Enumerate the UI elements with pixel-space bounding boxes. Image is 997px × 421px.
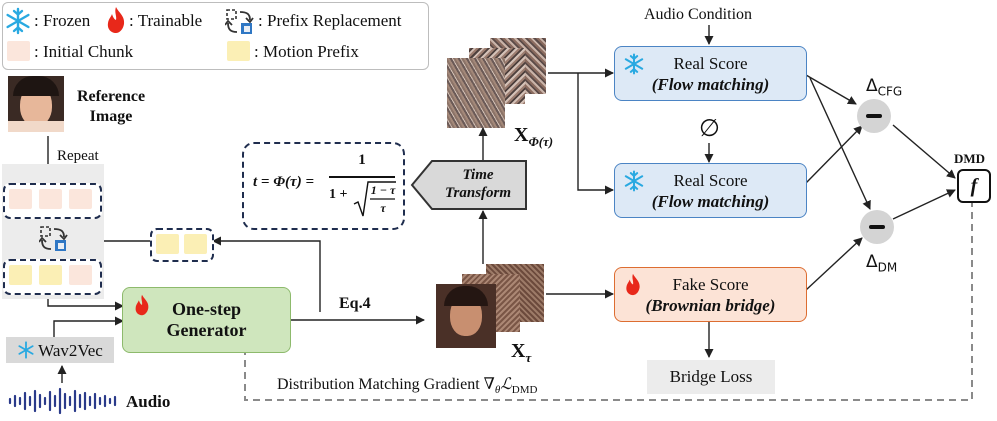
audio-waveform-icon (8, 387, 117, 415)
wav2vec-box: Wav2Vec (6, 337, 114, 363)
delta-cfg-subscript: CFG (877, 84, 903, 99)
repeat-label: Repeat (57, 148, 99, 164)
motion-prefix-chunk (184, 234, 207, 254)
formula-fraction-bar (329, 176, 395, 178)
fake-score-box: Fake Score (Brownian bridge) (614, 267, 807, 322)
real-score-box-unconditional: Real Score (Flow matching) (614, 163, 807, 218)
arrow-generator-to-prefix (212, 236, 321, 312)
noisy-latent-frame (447, 58, 505, 128)
motion-prefix-group (150, 228, 214, 262)
arrow-real-top-to-cfg (805, 74, 857, 105)
time-transform-shape (410, 160, 527, 210)
snowflake-icon (18, 341, 34, 359)
gradient-feedback-path (240, 200, 973, 401)
arrow-wav2vec-to-generator (53, 316, 124, 337)
delta-dm-subscript: DM (877, 260, 898, 275)
real-score-title: Real Score (673, 170, 748, 190)
x-phi-tau-symbol: X (514, 124, 529, 146)
x-phi-tau-subscript: Φ(τ) (528, 134, 554, 149)
dm-subtraction-node (860, 210, 894, 244)
square-root-sign (353, 181, 396, 217)
legend-initial-chunk-swatch (7, 41, 30, 61)
initial-chunk-group (3, 183, 102, 219)
initial-chunk (9, 189, 32, 209)
fake-score-subtitle: (Brownian bridge) (645, 295, 776, 315)
bridge-loss-box: Bridge Loss (647, 360, 775, 394)
arrow-cfg-to-dmd (892, 124, 956, 179)
snowflake-icon (624, 170, 644, 192)
initial-chunk (39, 189, 62, 209)
generator-label-line2: Generator (166, 320, 247, 340)
arrow-dm-to-dmd (892, 189, 956, 220)
function-f-icon: f (970, 174, 978, 197)
gradient-loss-symbol: ℒ (500, 376, 512, 393)
formula-denominator-one: 1 + (329, 187, 348, 202)
real-score-subtitle: (Flow matching) (651, 191, 770, 211)
legend (2, 2, 429, 70)
time-transform-formula: t = Φ(τ) = 1 1 + 1 − τ τ (242, 142, 405, 230)
legend-prefix-replacement-label: Prefix Replacement (266, 11, 402, 30)
delta-cfg-symbol: Δ (866, 76, 878, 96)
dmd-label: DMD (954, 151, 986, 166)
gradient-label: Distribution Matching Gradient ∇ (277, 376, 495, 393)
real-score-title: Real Score (673, 53, 748, 73)
legend-separator: : (129, 11, 134, 30)
reference-image-label-line2: Image (89, 108, 133, 125)
mixed-chunk-group (3, 259, 102, 295)
wav2vec-label: Wav2Vec (38, 340, 103, 360)
reference-image (8, 76, 64, 132)
generated-latent-frame (436, 284, 496, 348)
cfg-subtraction-node (857, 99, 891, 133)
prefix-replacement-icon (225, 9, 254, 34)
legend-frozen-label: Frozen (42, 11, 91, 30)
bridge-loss-label: Bridge Loss (669, 367, 753, 386)
time-transform-label-line2: Transform (444, 185, 512, 201)
eq4-label: Eq.4 (339, 295, 371, 312)
formula-inner-numerator: 1 − τ (370, 183, 396, 197)
empty-set-symbol: ∅ (699, 116, 720, 142)
fake-score-title: Fake Score (672, 274, 749, 294)
real-score-box-conditional: Real Score (Flow matching) (614, 46, 807, 101)
arrow-real-top-to-dm (809, 77, 871, 210)
x-tau-symbol: X (511, 340, 526, 362)
audio-label: Audio (126, 392, 171, 411)
formula-lhs: t = Φ(τ) = (253, 174, 314, 190)
flame-icon (107, 7, 125, 33)
gradient-theta: θ (494, 384, 501, 397)
motion-prefix-chunk (39, 265, 62, 285)
arrow-fake-to-dm (805, 237, 863, 291)
legend-separator: : (34, 42, 39, 61)
audio-condition-label: Audio Condition (644, 6, 753, 23)
real-score-subtitle: (Flow matching) (651, 74, 770, 94)
x-tau-subscript: τ (525, 350, 532, 365)
legend-motion-prefix-label: Motion Prefix (262, 42, 359, 61)
legend-separator: : (34, 11, 39, 30)
arrow-xphi-to-real-bottom (577, 73, 614, 195)
initial-chunk (69, 189, 92, 209)
formula-inner-denominator: τ (380, 201, 386, 215)
legend-separator: : (254, 42, 259, 61)
gradient-loss-subscript: DMD (511, 384, 538, 397)
one-step-generator-box: One-step Generator (122, 287, 291, 353)
reference-image-label-line1: Reference (76, 88, 146, 105)
arrow-real-bottom-to-cfg (805, 125, 863, 184)
motion-prefix-chunk (156, 234, 179, 254)
legend-separator: : (258, 11, 263, 30)
time-transform-label-line1: Time (462, 167, 494, 183)
legend-trainable-label: Trainable (137, 11, 203, 30)
prefix-replacement-icon (39, 226, 68, 251)
motion-prefix-chunk (9, 265, 32, 285)
legend-motion-prefix-swatch (227, 41, 250, 61)
formula-numerator: 1 (358, 152, 366, 168)
dmd-function-box: f (957, 169, 991, 203)
flame-icon (135, 294, 149, 316)
generator-label-line1: One-step (172, 299, 241, 319)
snowflake-icon (6, 7, 30, 35)
flame-icon (626, 273, 640, 296)
initial-chunk (69, 265, 92, 285)
legend-initial-chunk-label: Initial Chunk (42, 42, 134, 61)
snowflake-icon (624, 53, 644, 75)
delta-dm-symbol: Δ (866, 252, 878, 272)
